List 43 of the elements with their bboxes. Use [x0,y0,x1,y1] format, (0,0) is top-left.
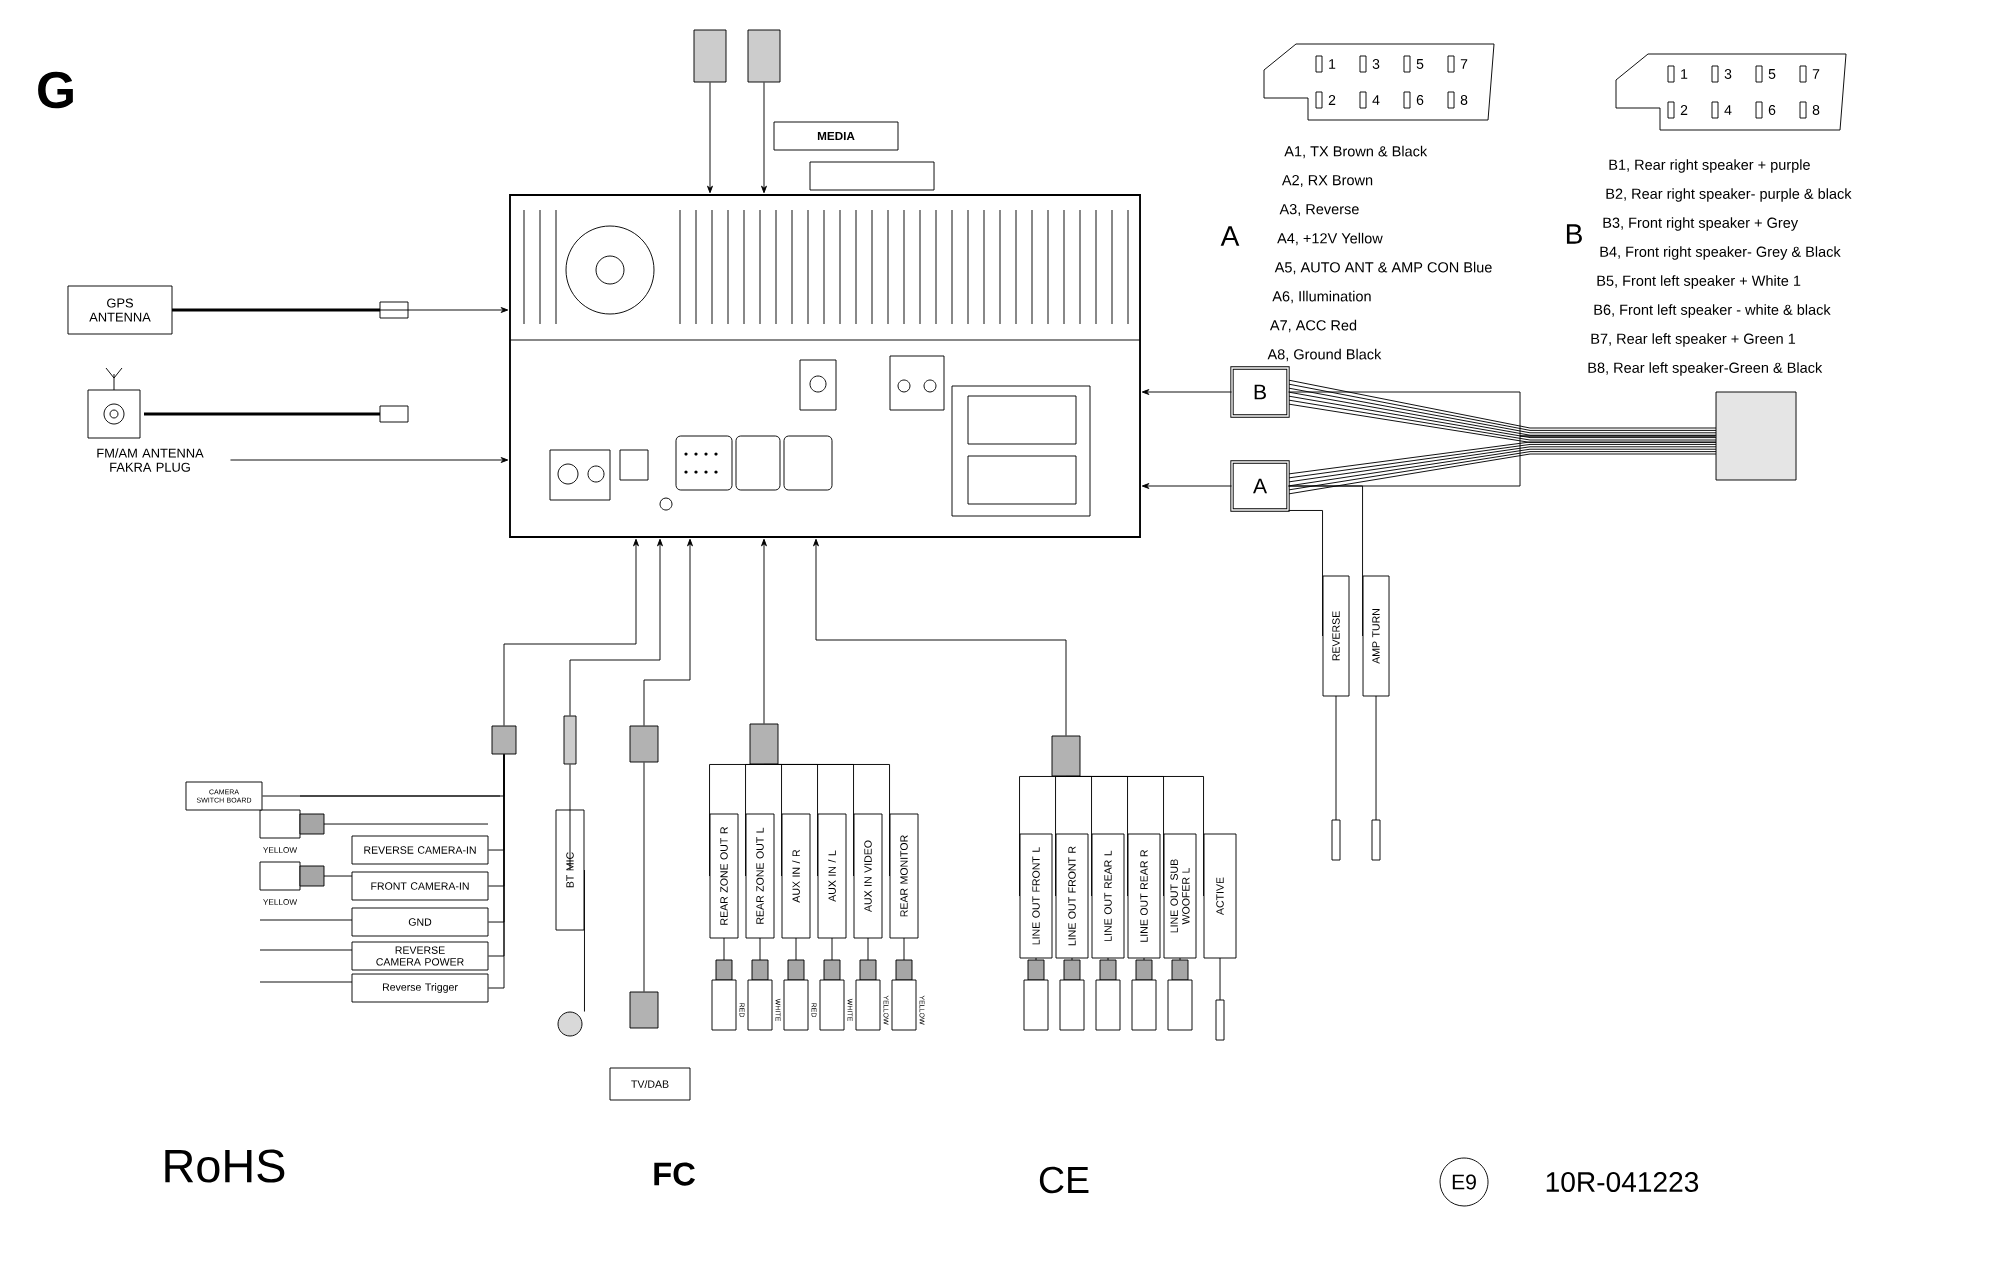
connector-line [1288,485,1363,637]
connector-line [172,307,509,313]
iso-plug-icon [1715,391,1797,481]
plug-icon [1051,735,1081,777]
connector-line [761,538,767,724]
cable-label [809,161,935,191]
connector-line [745,764,765,877]
connector-box: B [1230,366,1290,418]
connector-line [761,82,767,194]
page-letter: G [38,71,73,109]
connector-line [262,754,505,797]
jack-plug-icon [563,715,577,765]
connector-line [707,82,713,194]
connector-line [643,762,645,992]
connector-line [643,538,693,726]
certification-mark: RoHS [165,1149,285,1183]
connector-letter: A [1220,226,1240,246]
plug-icon [749,723,779,765]
microphone-icon [557,1011,583,1037]
plug-icon [629,725,659,763]
certification-mark: FC [654,1162,695,1186]
connector-letter: B [1566,224,1582,244]
usb-plug-icon [747,29,781,83]
connector-line [1141,389,1232,395]
connector-line [1055,776,1067,897]
connector-line [569,764,571,871]
connector-line [503,538,639,726]
connector-line [763,764,890,877]
connector-line [230,457,509,463]
connector-line [584,869,585,1012]
approval-number: 10R-041223 [1546,1172,1699,1192]
connector-line [1288,510,1323,637]
connector-line [1141,483,1232,489]
head-unit-drawing [509,194,1141,538]
plug-icon [491,725,517,755]
connector-line [1065,776,1204,897]
certification-mark: CE [1039,1166,1089,1194]
usb-plug-icon [693,29,727,83]
connector-box: A [1230,460,1290,512]
plug-icon [629,991,659,1029]
certification-mark: E9 [1439,1157,1489,1207]
connector-line [569,538,663,716]
connector-line [813,538,1067,736]
